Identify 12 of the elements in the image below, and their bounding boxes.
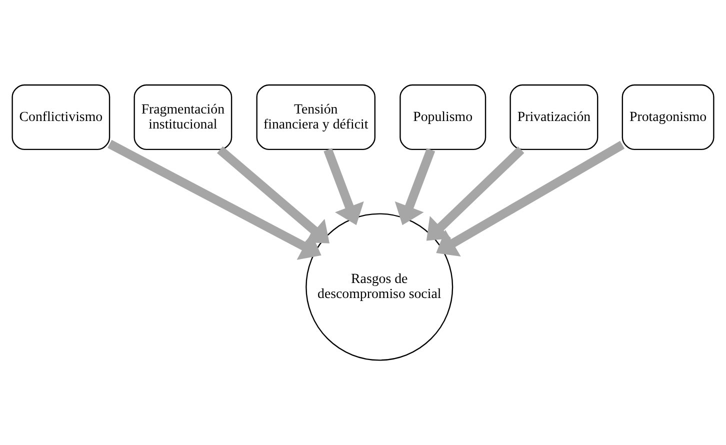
node-box: Fragmentación institucional [134, 84, 232, 150]
node-box: Tensión financiera y déficit [256, 84, 376, 150]
arrow [216, 146, 330, 244]
arrow [394, 148, 436, 226]
arrow [426, 146, 524, 241]
arrow [436, 140, 625, 256]
node-box: Populismo [400, 84, 486, 150]
node-box: Protagonismo [622, 84, 714, 150]
arrow [108, 140, 322, 260]
node-box: Conflictivismo [12, 84, 110, 150]
arrow [324, 148, 364, 226]
node-box: Privatización [510, 84, 598, 150]
